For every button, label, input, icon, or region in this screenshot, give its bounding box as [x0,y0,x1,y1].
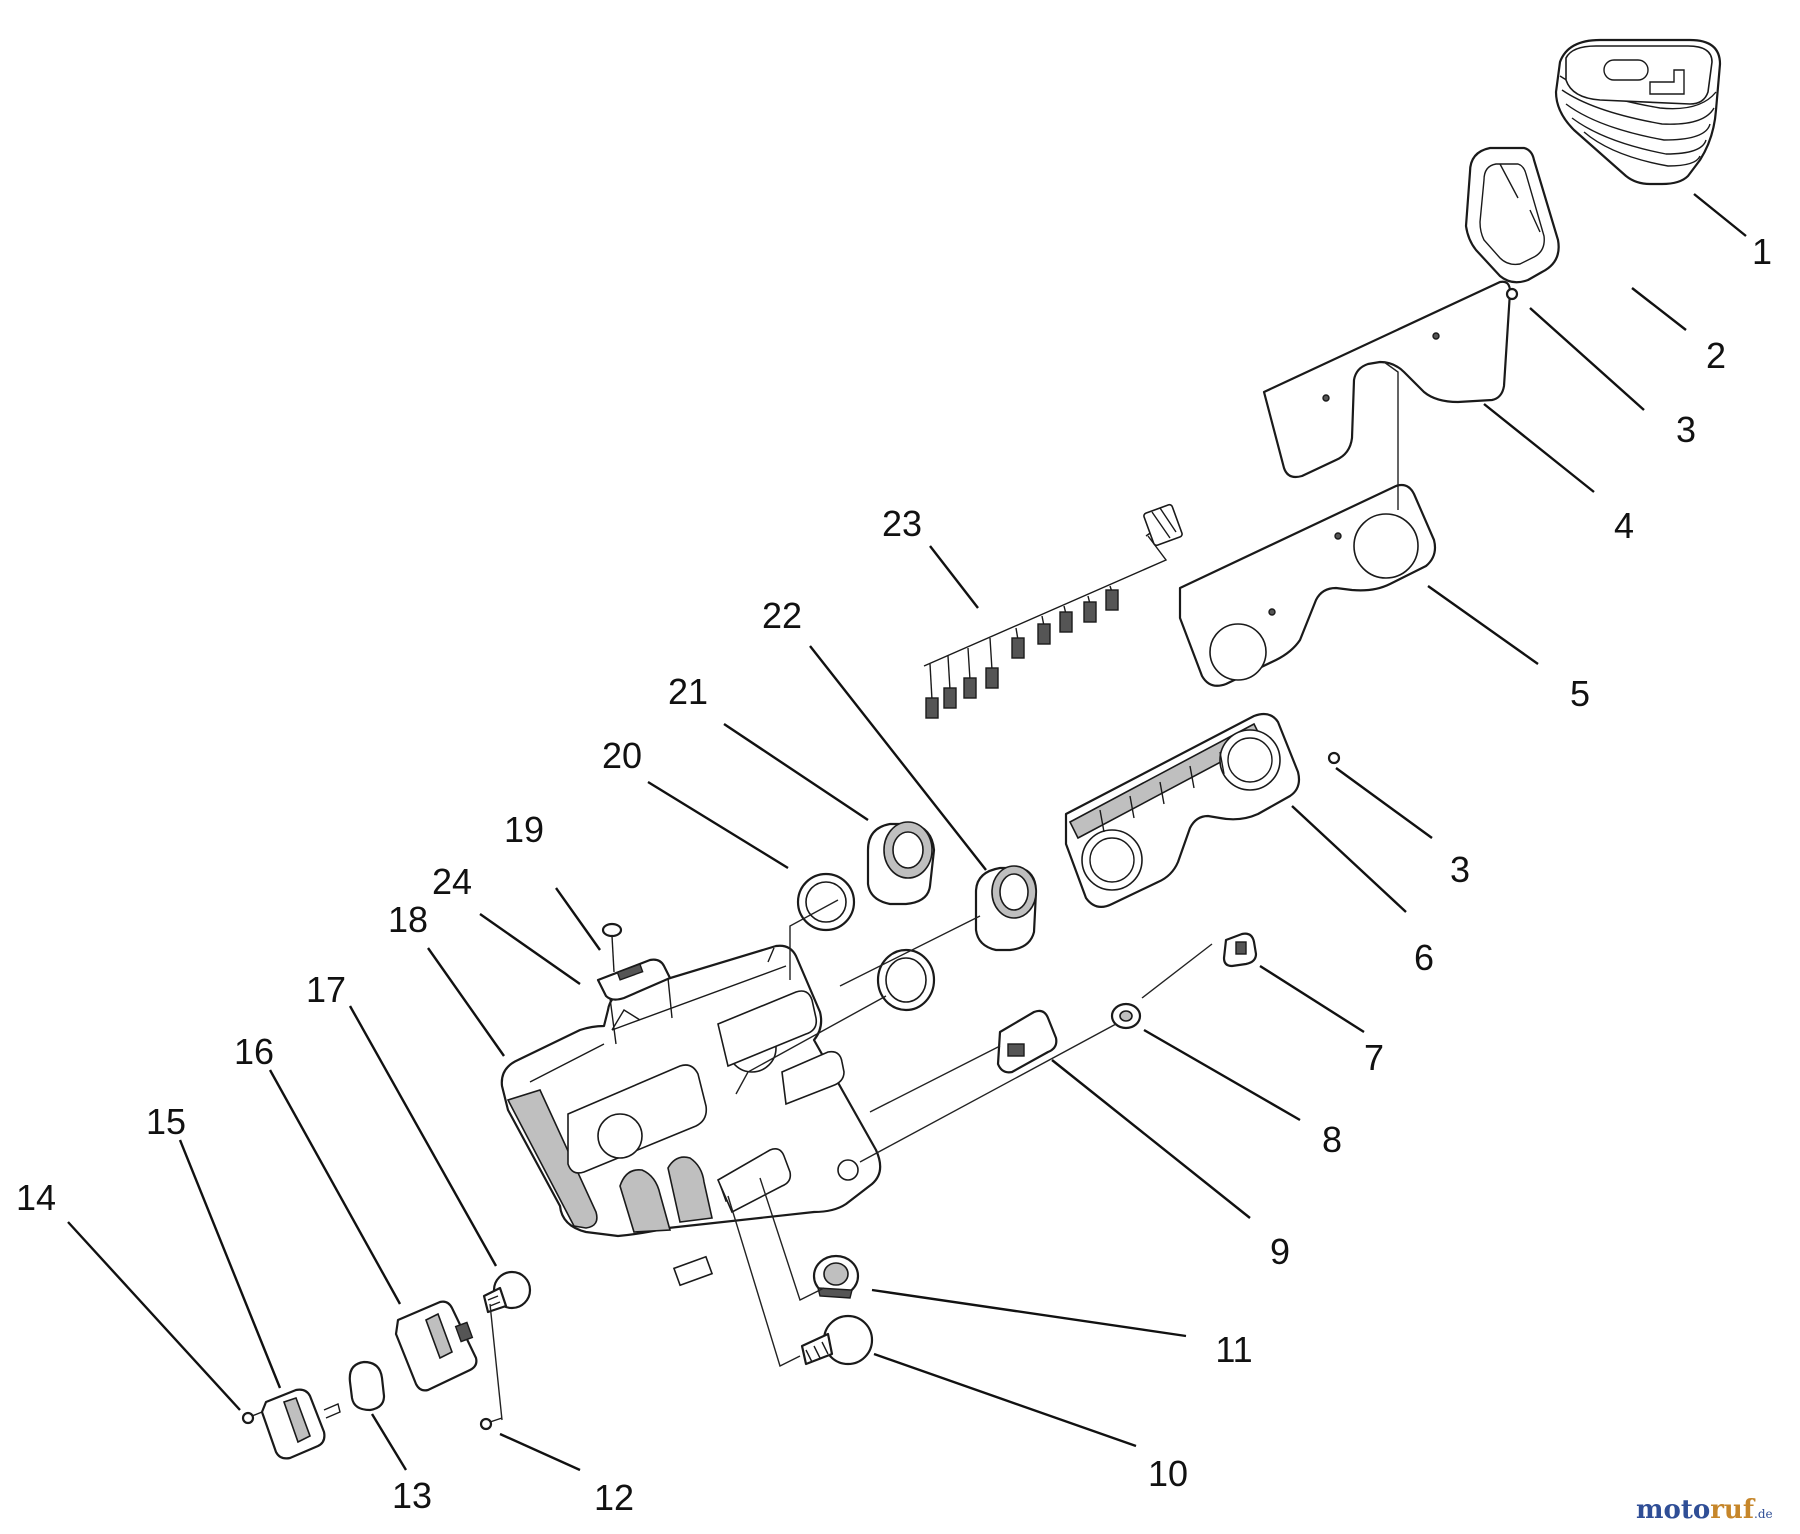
part-17-bulb [482,1270,532,1314]
part-7-knob [1222,932,1258,968]
callout-19: 19 [504,809,544,850]
callout-16: 16 [234,1031,274,1072]
callout-6: 6 [1414,937,1434,978]
part-11-keyswitch [812,1254,860,1299]
watermark-logo: motoruf.de [1636,1495,1773,1525]
callout-12: 12 [594,1477,634,1518]
part-20-ring [796,872,856,932]
callout-5: 5 [1570,673,1590,714]
part-16-relay [394,1300,478,1392]
part-6-gauge-frame [1064,712,1301,909]
callout-17: 17 [306,969,346,1010]
part-13-bulb [348,1360,386,1412]
callout-11: 11 [1215,1329,1252,1370]
callout-10: 10 [1148,1453,1188,1494]
part-12-screw [479,1417,503,1431]
part-18-dash-housing [500,944,882,1287]
callout-24: 24 [432,861,472,902]
callout-3: 3 [1676,409,1696,450]
callout-numbers: 1 2 3 4 5 3 6 7 8 9 11 10 12 13 14 15 16… [16,231,1772,1518]
callout-2: 2 [1706,335,1726,376]
callout-20: 20 [602,735,642,776]
callout-13: 13 [392,1475,432,1516]
part-24-bracket [596,958,673,1045]
part-10-light [800,1314,874,1366]
callout-23: 23 [882,503,922,544]
part-23-harness [923,503,1183,719]
callout-4: 4 [1614,505,1634,546]
callout-9: 9 [1270,1231,1290,1272]
callout-18: 18 [388,899,428,940]
callout-8: 8 [1322,1119,1342,1160]
part-21-gauge [866,821,936,906]
callout-21: 21 [668,671,708,712]
callout-15: 15 [146,1101,186,1142]
part-22-gauge [974,865,1038,952]
part-2-bezel [1464,146,1560,284]
ring-lower [876,948,936,1012]
leader-lines [67,193,1747,1472]
part-5-decal [1178,483,1437,687]
callout-14: 14 [16,1177,56,1218]
part-14-screw [241,1411,263,1425]
part-15-holder [260,1388,341,1460]
callout-22: 22 [762,595,802,636]
assembly-lines [489,361,1399,1421]
callout-3-lower: 3 [1450,849,1470,890]
svg-text:motoruf.de: motoruf.de [1636,1495,1773,1525]
callout-1: 1 [1752,231,1772,272]
part-9-switch [996,1009,1058,1074]
part-3-screw-lower [1327,751,1341,765]
part-8-nut [1110,1002,1142,1030]
callout-7: 7 [1364,1037,1384,1078]
part-1-boot [1554,38,1722,186]
part-3-screw-upper [1505,287,1519,301]
part-19-screw [601,922,623,973]
part-4-panel [1262,280,1517,479]
